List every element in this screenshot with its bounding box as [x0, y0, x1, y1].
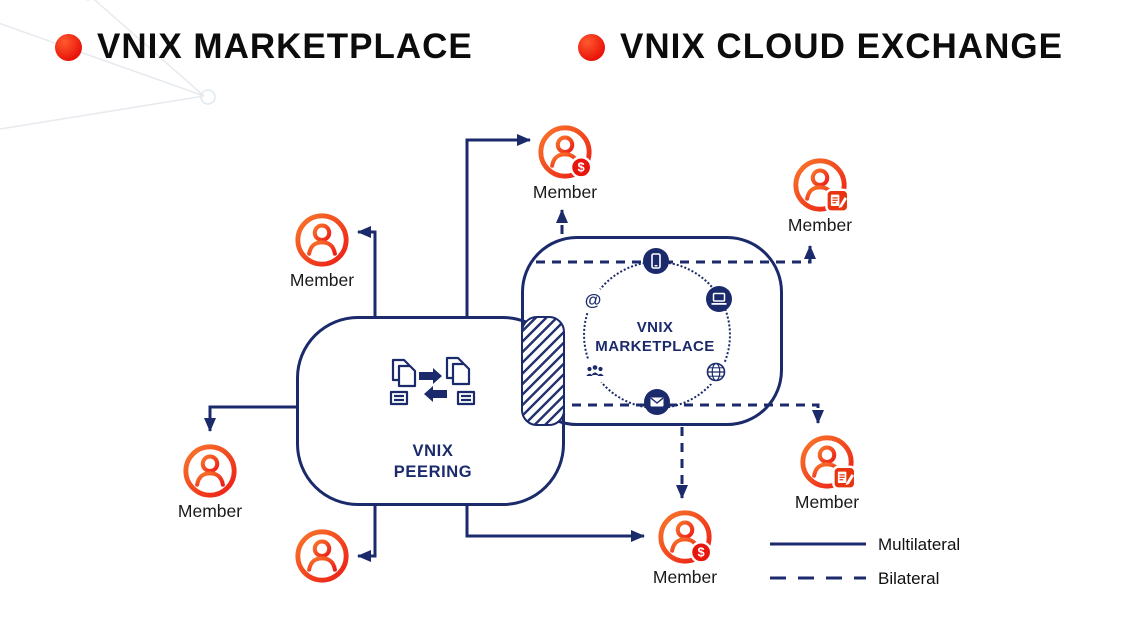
member-node-bottom-left — [262, 527, 382, 586]
member-contract-icon — [798, 433, 856, 490]
vnix-peering-box: VNIX PEERING — [296, 316, 565, 506]
member-node-upper-left: Member — [262, 211, 382, 291]
marketplace-label-line1: VNIX — [636, 319, 674, 336]
red-bullet-icon — [55, 33, 82, 61]
globe-icon — [703, 359, 729, 385]
document-exchange-icon — [389, 356, 476, 406]
member-dollar-icon — [536, 123, 593, 181]
member-icon — [293, 527, 351, 585]
red-bullet-icon — [578, 33, 605, 61]
peering-label: VNIX PEERING — [333, 441, 533, 482]
overlap-hatch — [521, 316, 565, 426]
member-node-mid-left: Member — [150, 442, 270, 522]
member-label: Member — [532, 182, 598, 202]
multilateral-arrows — [204, 134, 645, 562]
member-label: Member — [177, 501, 243, 521]
peering-label-line1: VNIX — [412, 442, 454, 460]
member-node-top-right: Member — [760, 156, 880, 236]
people-icon — [582, 358, 608, 384]
at-icon: @ — [580, 287, 606, 313]
member-contract-icon — [791, 156, 849, 213]
phone-icon — [643, 248, 669, 274]
member-dollar-icon — [656, 508, 713, 566]
member-label: Member — [289, 270, 355, 290]
member-node-bottom-center: Member — [625, 508, 745, 588]
legend-bilateral-label: Bilateral — [878, 569, 940, 588]
mail-icon — [644, 389, 670, 415]
member-icon — [181, 442, 239, 500]
marketplace-label: VNIX MARKETPLACE — [563, 319, 747, 357]
title-text: VNIX CLOUD EXCHANGE — [620, 27, 1063, 66]
background-decoration — [0, 0, 216, 130]
title-vnix-cloud-exchange: VNIX CLOUD EXCHANGE — [578, 27, 1063, 67]
svg-text:@: @ — [585, 291, 602, 310]
peering-label-line2: PEERING — [393, 462, 473, 481]
member-label: Member — [787, 215, 853, 235]
title-vnix-marketplace: VNIX MARKETPLACE — [55, 27, 473, 67]
member-label: Member — [652, 567, 718, 587]
marketplace-label-line2: MARKETPLACE — [595, 337, 715, 355]
member-node-top-center: Member — [505, 123, 625, 203]
laptop-icon — [706, 286, 732, 312]
legend-multilateral-label: Multilateral — [878, 535, 961, 554]
member-node-mid-right: Member — [767, 433, 887, 513]
member-icon — [293, 211, 351, 269]
title-text: VNIX MARKETPLACE — [97, 27, 473, 66]
member-label: Member — [794, 492, 860, 512]
